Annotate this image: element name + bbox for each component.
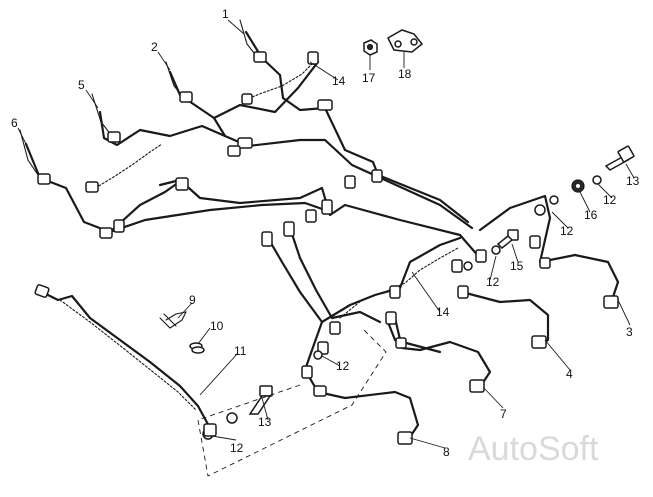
nut-left-mid <box>85 181 99 193</box>
clamp-lower-3 <box>395 337 407 349</box>
callout-13-upper: 13 <box>626 174 640 188</box>
watermark: AutoSoft <box>468 430 599 468</box>
clamp-right-4 <box>451 259 463 273</box>
clamp-lower-5 <box>301 365 313 379</box>
callout-11: 11 <box>234 344 247 358</box>
clamp-right-2 <box>529 235 541 249</box>
bushing-10 <box>189 342 205 354</box>
nut-5 <box>107 131 121 143</box>
clamp-left-2 <box>113 219 125 233</box>
clip-9 <box>159 311 187 329</box>
washer-12-c <box>491 245 501 255</box>
nut-7 <box>469 379 485 393</box>
hook-6 <box>19 129 41 179</box>
nut-desc-2 <box>283 221 295 237</box>
pipe-7 <box>393 316 492 392</box>
clamp-mid-left <box>329 321 341 335</box>
nut-center-3 <box>344 175 356 189</box>
nut-1 <box>253 51 267 63</box>
callout-labels: 1 2 3 4 5 6 7 8 9 10 11 12 12 12 12 12 1… <box>11 7 640 459</box>
nut-16 <box>571 179 585 193</box>
callout-2: 2 <box>151 40 158 54</box>
pipe-descending-pair <box>266 236 324 394</box>
callout-12-b: 12 <box>560 224 574 238</box>
callout-16: 16 <box>584 208 598 222</box>
nut-center-2 <box>305 209 317 223</box>
clamp-lower-1 <box>457 285 469 299</box>
pipe-5 <box>98 110 227 147</box>
callout-15: 15 <box>510 259 524 273</box>
clamp-top-mid <box>241 93 253 105</box>
callout-6: 6 <box>11 116 18 130</box>
washer-12-b2 <box>549 195 559 205</box>
callout-17: 17 <box>362 71 376 85</box>
callout-12-e: 12 <box>230 441 244 455</box>
clamp-right-3 <box>475 249 487 263</box>
callout-13-lower: 13 <box>258 415 272 429</box>
clamp-mid-14 <box>389 285 401 299</box>
callout-12-a: 12 <box>603 193 617 207</box>
pipe-descending-pair-2 <box>288 226 334 320</box>
clamp-upper-1 <box>317 99 333 111</box>
bolt-15 <box>496 229 519 250</box>
clamp-right-1 <box>539 257 551 269</box>
washer-12-c2 <box>463 261 473 271</box>
nut-center <box>321 199 333 215</box>
clamp-upper-2 <box>237 137 253 149</box>
pipe-8 <box>316 390 420 442</box>
pipe-braid-left <box>91 143 163 191</box>
nut-mid-right <box>371 169 383 183</box>
callout-12-d: 12 <box>336 359 350 373</box>
nut-3 <box>603 295 619 309</box>
callout-8: 8 <box>443 445 450 459</box>
nut-2 <box>179 91 193 103</box>
callout-9: 9 <box>189 293 196 307</box>
callout-10: 10 <box>210 319 224 333</box>
bolt-13-upper <box>604 145 635 171</box>
clamp-left-1 <box>99 227 113 239</box>
return-pipe-11 <box>34 284 217 437</box>
pipe-2 <box>168 60 474 230</box>
callout-3: 3 <box>626 325 633 339</box>
pipe-bundle-lower <box>261 194 620 445</box>
pipe-cross-upper <box>158 178 482 260</box>
nut-17 <box>363 39 378 56</box>
nut-4 <box>531 335 547 349</box>
callout-4: 4 <box>566 367 573 381</box>
clamp-lower-6 <box>313 385 327 397</box>
bracket-18 <box>387 29 424 53</box>
clamp-lower-2 <box>385 311 397 325</box>
callout-leaders <box>17 19 635 449</box>
dashed-group-outline <box>197 327 387 477</box>
bolt-13-lower <box>248 385 273 415</box>
callout-14-lower: 14 <box>436 305 450 319</box>
pipe-cross-mid <box>108 178 184 234</box>
callout-5: 5 <box>78 78 85 92</box>
pipe-bundle-upper <box>19 19 482 260</box>
callout-18: 18 <box>398 67 412 81</box>
callout-1: 1 <box>222 7 229 21</box>
clamp-upper-3 <box>227 145 241 157</box>
callout-12-c: 12 <box>486 275 500 289</box>
washer-12-d <box>313 350 323 360</box>
washer-12-b <box>534 204 546 216</box>
washer-12-e <box>226 412 238 424</box>
pipe-6 <box>24 142 327 234</box>
nut-6 <box>37 173 51 185</box>
pipe-1 <box>244 30 470 224</box>
nut-top-right <box>307 51 319 65</box>
callout-14-upper: 14 <box>332 74 346 88</box>
nut-8 <box>397 431 413 445</box>
clamp-upper-4 <box>175 177 189 191</box>
pipe-lower-link <box>330 310 442 354</box>
callout-7: 7 <box>500 407 507 421</box>
nut-desc-1 <box>261 231 273 247</box>
pipe-braid-top <box>244 59 317 101</box>
washer-12-a <box>592 175 602 185</box>
pipe-braid-lower <box>339 247 459 319</box>
